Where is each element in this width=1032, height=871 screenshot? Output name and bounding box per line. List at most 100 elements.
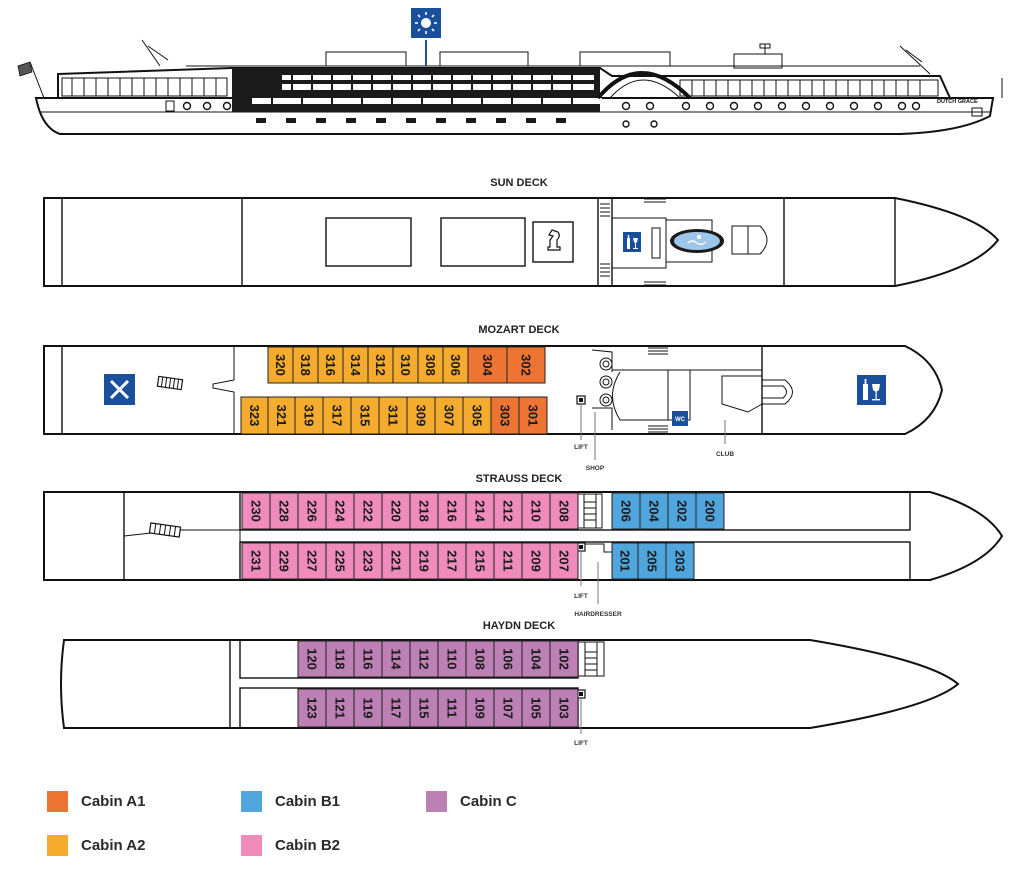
cabin-317[interactable]: 317 (322, 396, 352, 435)
cabin-321[interactable]: 321 (267, 396, 296, 435)
cabin-number: 205 (645, 550, 660, 572)
cabin-114[interactable]: 114 (381, 640, 411, 678)
cabin-307[interactable]: 307 (434, 396, 464, 435)
cabin-121[interactable]: 121 (325, 688, 355, 728)
cabin-308[interactable]: 308 (417, 346, 444, 384)
cabin-214[interactable]: 214 (465, 492, 495, 530)
legend-swatch (47, 791, 68, 812)
cabin-123[interactable]: 123 (297, 688, 327, 728)
cabin-302[interactable]: 302 (506, 346, 546, 384)
cabin-108[interactable]: 108 (465, 640, 495, 678)
cabin-number: 118 (333, 649, 348, 670)
legend-label: Cabin B2 (275, 837, 341, 854)
cabin-215[interactable]: 215 (465, 542, 495, 580)
cabin-316[interactable]: 316 (317, 346, 344, 384)
cabin-fill (549, 542, 579, 580)
cabin-318[interactable]: 318 (292, 346, 319, 384)
cabin-120[interactable]: 120 (297, 640, 327, 678)
cabin-323[interactable]: 323 (240, 396, 269, 435)
cabin-107[interactable]: 107 (493, 688, 523, 728)
cabin-105[interactable]: 105 (521, 688, 551, 728)
legend-item-cabin-c: Cabin C (426, 791, 517, 812)
cabin-119[interactable]: 119 (353, 688, 383, 728)
cabin-218[interactable]: 218 (409, 492, 439, 530)
cabin-223[interactable]: 223 (353, 542, 383, 580)
cabin-206[interactable]: 206 (611, 492, 641, 530)
cabin-200[interactable]: 200 (695, 492, 725, 530)
cabin-109[interactable]: 109 (465, 688, 495, 728)
cabin-207[interactable]: 207 (549, 542, 579, 580)
cabin-231[interactable]: 231 (241, 542, 271, 580)
cabin-303[interactable]: 303 (490, 396, 520, 435)
cabin-220[interactable]: 220 (381, 492, 411, 530)
cabin-208[interactable]: 208 (549, 492, 579, 530)
cabin-311[interactable]: 311 (378, 396, 408, 435)
cabin-211[interactable]: 211 (493, 542, 523, 580)
cabin-226[interactable]: 226 (297, 492, 327, 530)
cabin-106[interactable]: 106 (493, 640, 523, 678)
cabin-222[interactable]: 222 (353, 492, 383, 530)
cabin-111[interactable]: 111 (437, 688, 467, 728)
cabin-201[interactable]: 201 (611, 542, 639, 580)
cabin-228[interactable]: 228 (269, 492, 299, 530)
cabin-312[interactable]: 312 (367, 346, 394, 384)
cabin-212[interactable]: 212 (493, 492, 523, 530)
cabin-210[interactable]: 210 (521, 492, 551, 530)
cabin-205[interactable]: 205 (637, 542, 667, 580)
cabin-number: 306 (448, 354, 463, 376)
cabin-115[interactable]: 115 (409, 688, 439, 728)
cabin-224[interactable]: 224 (325, 492, 355, 530)
cabin-202[interactable]: 202 (667, 492, 697, 530)
cabin-217[interactable]: 217 (437, 542, 467, 580)
cabin-117[interactable]: 117 (381, 688, 411, 728)
cabin-118[interactable]: 118 (325, 640, 355, 678)
cabin-number: 207 (557, 550, 572, 572)
cabin-204[interactable]: 204 (639, 492, 669, 530)
cabin-304[interactable]: 304 (467, 346, 508, 384)
cabin-number: 110 (445, 649, 460, 670)
cabin-310[interactable]: 310 (392, 346, 419, 384)
lift-label: LIFT (574, 593, 588, 600)
cabin-fill (297, 542, 327, 580)
cabin-102[interactable]: 102 (549, 640, 579, 678)
cabin-301[interactable]: 301 (518, 396, 548, 435)
cabin-230[interactable]: 230 (241, 492, 271, 530)
cabin-fill (292, 346, 319, 384)
cabin-112[interactable]: 112 (409, 640, 439, 678)
cabin-fill (381, 492, 411, 530)
cabin-209[interactable]: 209 (521, 542, 551, 580)
staircase-icon (156, 375, 184, 391)
cabin-104[interactable]: 104 (521, 640, 551, 678)
cabin-203[interactable]: 203 (665, 542, 695, 580)
cabin-229[interactable]: 229 (269, 542, 299, 580)
cabin-number: 304 (480, 354, 495, 376)
cabin-number: 204 (647, 500, 662, 522)
cabin-219[interactable]: 219 (409, 542, 439, 580)
cabin-number: 223 (361, 550, 376, 572)
cabin-227[interactable]: 227 (297, 542, 327, 580)
ship-name: DUTCH GRACE (937, 99, 978, 105)
cabin-216[interactable]: 216 (437, 492, 467, 530)
cabin-320[interactable]: 320 (267, 346, 294, 384)
cabin-fill (639, 492, 669, 530)
cabin-319[interactable]: 319 (294, 396, 324, 435)
cabin-315[interactable]: 315 (350, 396, 380, 435)
cabin-103[interactable]: 103 (549, 688, 579, 728)
cabin-116[interactable]: 116 (353, 640, 383, 678)
cabin-225[interactable]: 225 (325, 542, 355, 580)
cabin-314[interactable]: 314 (342, 346, 369, 384)
cabin-number: 220 (389, 500, 404, 522)
cabin-number: 214 (473, 500, 488, 522)
cabin-309[interactable]: 309 (406, 396, 436, 435)
cabin-306[interactable]: 306 (442, 346, 469, 384)
cabin-number: 111 (445, 698, 460, 718)
legend-label: Cabin C (460, 793, 517, 810)
cabin-305[interactable]: 305 (462, 396, 492, 435)
cabin-fill (493, 542, 523, 580)
cabin-number: 309 (414, 405, 429, 427)
cabin-fill (267, 396, 296, 435)
cabin-221[interactable]: 221 (381, 542, 411, 580)
cabin-110[interactable]: 110 (437, 640, 467, 678)
